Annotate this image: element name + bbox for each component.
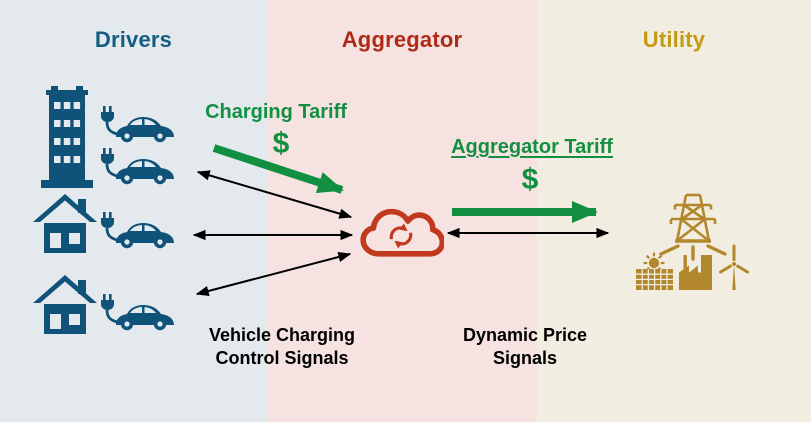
vehicle-control-signals-line1: Vehicle Charging	[208, 325, 356, 345]
sync-arrows-glyph	[389, 223, 413, 249]
transmission-tower-icon	[669, 193, 717, 243]
connector-lines	[659, 244, 727, 261]
house-icon	[33, 275, 97, 334]
ev-car-charging-icon	[101, 106, 174, 143]
wind-turbine-icon	[719, 244, 749, 290]
ev-car-charging-icon	[101, 212, 174, 249]
dynamic-price-signals-label: Dynamic Price Signals	[415, 324, 635, 370]
ev-car-charging-icon	[101, 148, 174, 185]
utility-grid-icons	[636, 193, 749, 290]
aggregator-tariff-label: Aggregator Tariff	[451, 136, 613, 158]
charging-tariff-dollar: $	[272, 127, 290, 160]
aggregator-tariff-dollar: $	[521, 163, 539, 196]
utility-title: Utility	[642, 27, 706, 52]
vehicle-control-signals-label: Vehicle Charging Control Signals	[172, 324, 392, 370]
charging-tariff-label: Charging Tariff	[205, 101, 347, 123]
office-building-icon	[41, 86, 93, 188]
ev-car-charging-icon	[101, 294, 174, 331]
aggregator-title: Aggregator	[341, 27, 463, 52]
cloud-sync-icon	[360, 208, 444, 257]
dynamic-price-signals-line1: Dynamic Price	[462, 325, 588, 345]
factory-icon	[679, 255, 712, 290]
vehicle-control-signals-line2: Control Signals	[215, 348, 349, 368]
solar-panel-sun-icon	[636, 252, 673, 290]
dynamic-price-signals-line2: Signals	[492, 348, 558, 368]
house-icon	[33, 194, 97, 253]
drivers-title: Drivers	[94, 27, 173, 52]
